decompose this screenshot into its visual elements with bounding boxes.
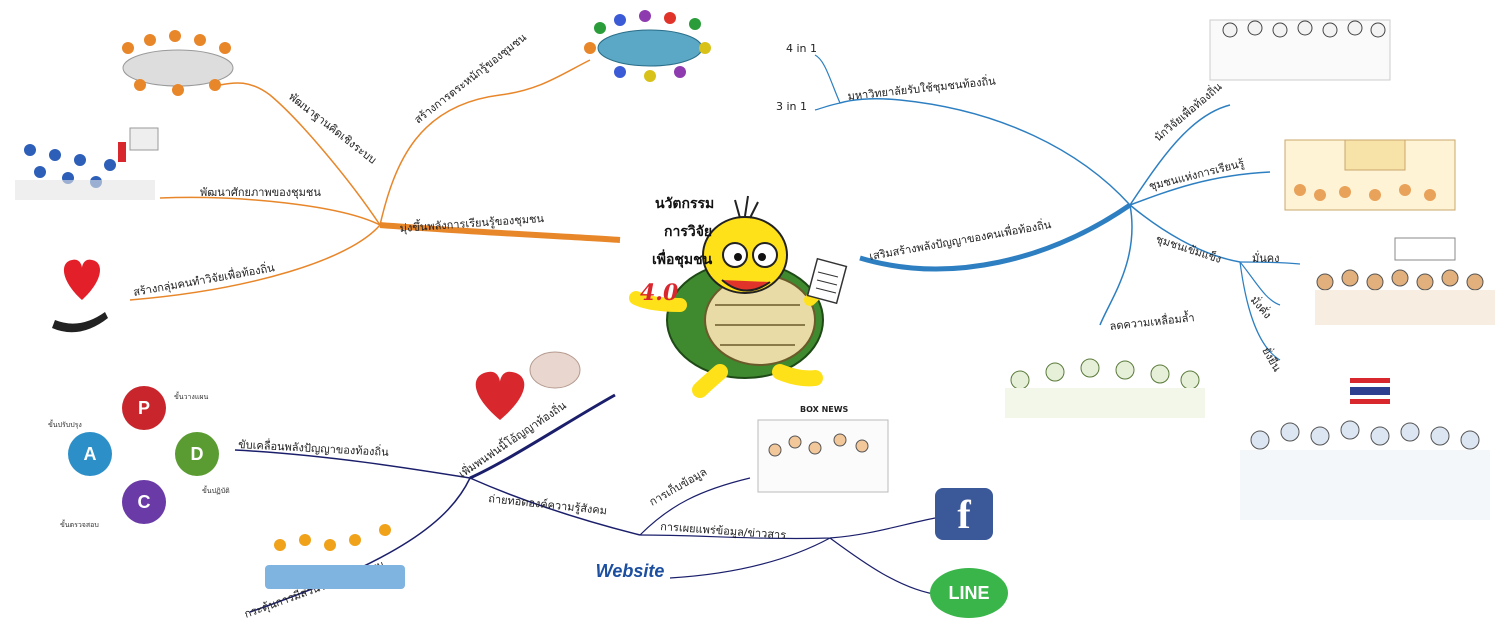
orange-line-awareness [379, 59, 591, 226]
turtle-right-pupil [758, 253, 766, 261]
inequality-illustration [1005, 358, 1205, 418]
blue-line-university [839, 98, 1131, 206]
turtle-mascot [629, 195, 848, 398]
blue-line-sustainable [1239, 261, 1281, 361]
blue-stable-label: มั่นคง [1252, 250, 1280, 265]
center-title-line1: นวัตกรรม [655, 196, 714, 212]
navy-main-line [469, 393, 616, 480]
pdca-do-circle: D [175, 432, 219, 476]
news-meeting-illustration [757, 419, 889, 493]
navy-sub-drive-label: ขับเคลื่อนพลังปัญญาของท้องถิ่น [238, 436, 390, 459]
blue-line-wealthy [1239, 261, 1281, 306]
turtle-belly-lines [715, 304, 805, 346]
pdca-check-note: ขั้นตรวจสอบ [60, 521, 99, 529]
navy-line-collect [639, 477, 751, 536]
center-title-line2: การวิจัย [664, 224, 712, 240]
blue-line-learning [1129, 171, 1271, 206]
teamwork-puzzle-illustration [265, 524, 405, 589]
orange-sub-potential-label: พัฒนาศักยภาพของชุมชน [200, 186, 321, 199]
blue-3in1-label: 3 in 1 [776, 100, 807, 113]
blue-sub-university-label: มหาวิทยาลัยรับใช้ชุมชนท้องถิ่น [847, 72, 997, 103]
orange-main-line [379, 222, 621, 243]
navy-line-line-app [829, 537, 941, 596]
navy-sub-collect-label: การเก็บข้อมูล [647, 464, 710, 508]
blue-sub-learning-label: ชุมชนแห่งการเรียนรู้ [1148, 157, 1246, 193]
blue-sub-inequality-label: ลดความเหลื่อมล้ำ [1109, 309, 1195, 333]
turtle-paper-lines [815, 271, 839, 294]
turtle-right-leg [772, 364, 823, 387]
orange-branch [129, 59, 621, 301]
blue-line-4in1 [814, 54, 841, 104]
heart-brain-illustration [475, 351, 581, 420]
pdca-act-circle: A [68, 432, 112, 476]
navy-line-website [669, 537, 831, 579]
center-version: 4.0 [640, 280, 679, 306]
turtle-mouth [721, 279, 771, 292]
orange-line-potential [159, 196, 381, 226]
classroom-illustration [15, 127, 159, 200]
navy-main-label: เพิ่มพนฟนนิ้โอ้ญญาท้องถิ่น [455, 397, 569, 481]
navy-sub-publish-label: การเผยแพร่ข้อมูล/ข่าวสาร [660, 520, 787, 542]
pdca-plan-note: ขั้นวางแผน [174, 393, 209, 401]
blue-4in1-label: 4 in 1 [786, 42, 817, 55]
pdca-check-circle: C [122, 480, 166, 524]
round-table-illustration [584, 10, 711, 82]
navy-line-participation [249, 477, 471, 613]
strong-community-illustration [1315, 237, 1495, 325]
turtle-hair [734, 195, 759, 219]
turtle-left-arm [629, 291, 687, 312]
website-logo-icon: Website [595, 560, 665, 581]
orange-sub-research-group-label: สร้างกลุ่มคนทำวิจัยเพื่อท้องถิ่น [132, 259, 276, 299]
blue-line-researchers [1129, 104, 1231, 206]
orange-sub-awareness-label: สร้างการตระหนักรู้ของชุมชน [412, 31, 529, 127]
turtle-paper [806, 257, 848, 305]
news-label: BOX NEWS [800, 405, 849, 414]
blue-line-inequality [1099, 204, 1133, 326]
turtle-left-pupil [734, 253, 742, 261]
blue-line-stable [1239, 261, 1301, 265]
crowd-flag-illustration [1240, 378, 1490, 520]
navy-line-drive [234, 449, 471, 479]
orange-line-research-group [129, 224, 381, 301]
pdca-plan-circle: P [122, 386, 166, 430]
orange-sub-systems-label: พัฒนาฐานคิดเชิงระบบ [286, 90, 379, 166]
navy-branch [234, 393, 941, 613]
blue-sub-strong-label: ชุมชนเข้มแข็ง [1154, 232, 1223, 266]
turtle-left-leg [692, 364, 728, 398]
meeting-illustration [122, 30, 234, 96]
navy-line-publish [639, 517, 936, 540]
facebook-logo-icon: f [935, 488, 993, 540]
blue-branch [814, 54, 1301, 361]
blue-sustainable-label: ยั่งยืน [1259, 344, 1285, 374]
blue-main-line [859, 202, 1132, 272]
navy-sub-transfer-label: ถ่ายทอดองค์ความรู้สังคม [488, 492, 608, 517]
navy-line-transfer [469, 477, 641, 536]
learning-community-illustration [1284, 139, 1456, 211]
people-crowd-illustration-1 [1209, 19, 1391, 81]
orange-line-systems [219, 82, 381, 226]
blue-line-strong [1129, 204, 1241, 263]
pdca-do-note: ขั้นปฏิบัติ [202, 487, 230, 495]
pdca-act-note: ขั้นปรับปรุง [48, 421, 82, 429]
center-title-line3: เพื่อชุมชน [652, 249, 713, 268]
heart-hand-icon [52, 259, 108, 333]
line-logo-icon: LINE [930, 568, 1008, 618]
blue-line-3in1 [814, 102, 841, 111]
